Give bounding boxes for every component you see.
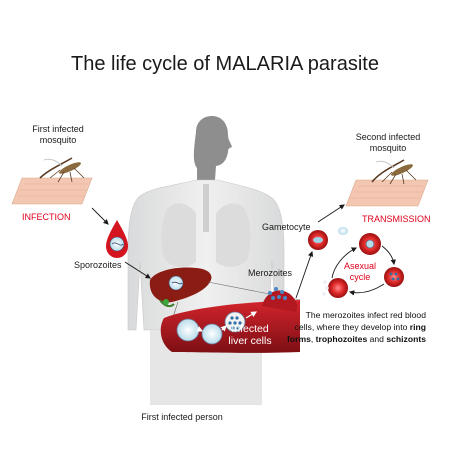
- red-blood-cell: [384, 267, 404, 287]
- sporozoites-arrow: [124, 261, 151, 279]
- note-text: and: [370, 334, 385, 344]
- note-line-2: cells, where they develop into ring: [295, 322, 426, 332]
- first-mosquito-label: First infected: [32, 124, 84, 134]
- infection-label: INFECTION: [22, 212, 71, 222]
- transmission-arrow: [317, 204, 345, 223]
- infection-arrow: [91, 207, 109, 225]
- gametocyte-label: Gametocyte: [262, 222, 311, 232]
- note-emphasis: forms: [287, 334, 311, 344]
- second-mosquito-label: mosquito: [370, 143, 407, 153]
- liver-cell: [176, 318, 200, 342]
- gamete: [338, 227, 348, 235]
- transmission-label: TRANSMISSION: [362, 214, 431, 224]
- note-line-1: The merozoites infect red blood: [306, 310, 427, 320]
- note-text: cells, where they develop into: [295, 322, 408, 332]
- second-mosquito-label: Second infected: [356, 132, 421, 142]
- first-mosquito-label: mosquito: [40, 135, 77, 145]
- page-title: The life cycle of MALARIA parasite: [71, 53, 379, 75]
- liver-cell: [201, 323, 223, 345]
- asexual-cycle-label: cycle: [350, 272, 371, 282]
- person-caption: First infected person: [141, 412, 223, 422]
- note-emphasis: schizonts: [386, 334, 426, 344]
- merozoites-label: Merozoites: [248, 268, 293, 278]
- note-emphasis: ring: [410, 322, 426, 332]
- note-emphasis: trophozoites: [316, 334, 368, 344]
- blood-drop: [106, 220, 128, 258]
- infected-liver-vessel: Infected liver cells: [160, 300, 300, 353]
- note-text: ,: [311, 334, 313, 344]
- note-line-3: forms, trophozoites and schizonts: [287, 334, 426, 344]
- asexual-cycle: Asexual cycle: [308, 227, 404, 298]
- second-mosquito-illustration: [345, 159, 429, 207]
- asexual-cycle-label: Asexual: [344, 261, 376, 271]
- human-silhouette: [127, 116, 285, 405]
- red-blood-cell: [328, 278, 348, 298]
- explanatory-note: The merozoites infect red blood cells, w…: [287, 310, 426, 344]
- sporozoites-label: Sporozoites: [74, 260, 122, 270]
- first-mosquito-illustration: [11, 157, 93, 205]
- infected-liver-label: liver cells: [228, 335, 271, 347]
- merozoites-arrow: [295, 250, 314, 299]
- merozoites-cluster: [262, 287, 298, 312]
- liver-illustration: [149, 267, 212, 308]
- infected-liver-label: Infected: [231, 323, 269, 335]
